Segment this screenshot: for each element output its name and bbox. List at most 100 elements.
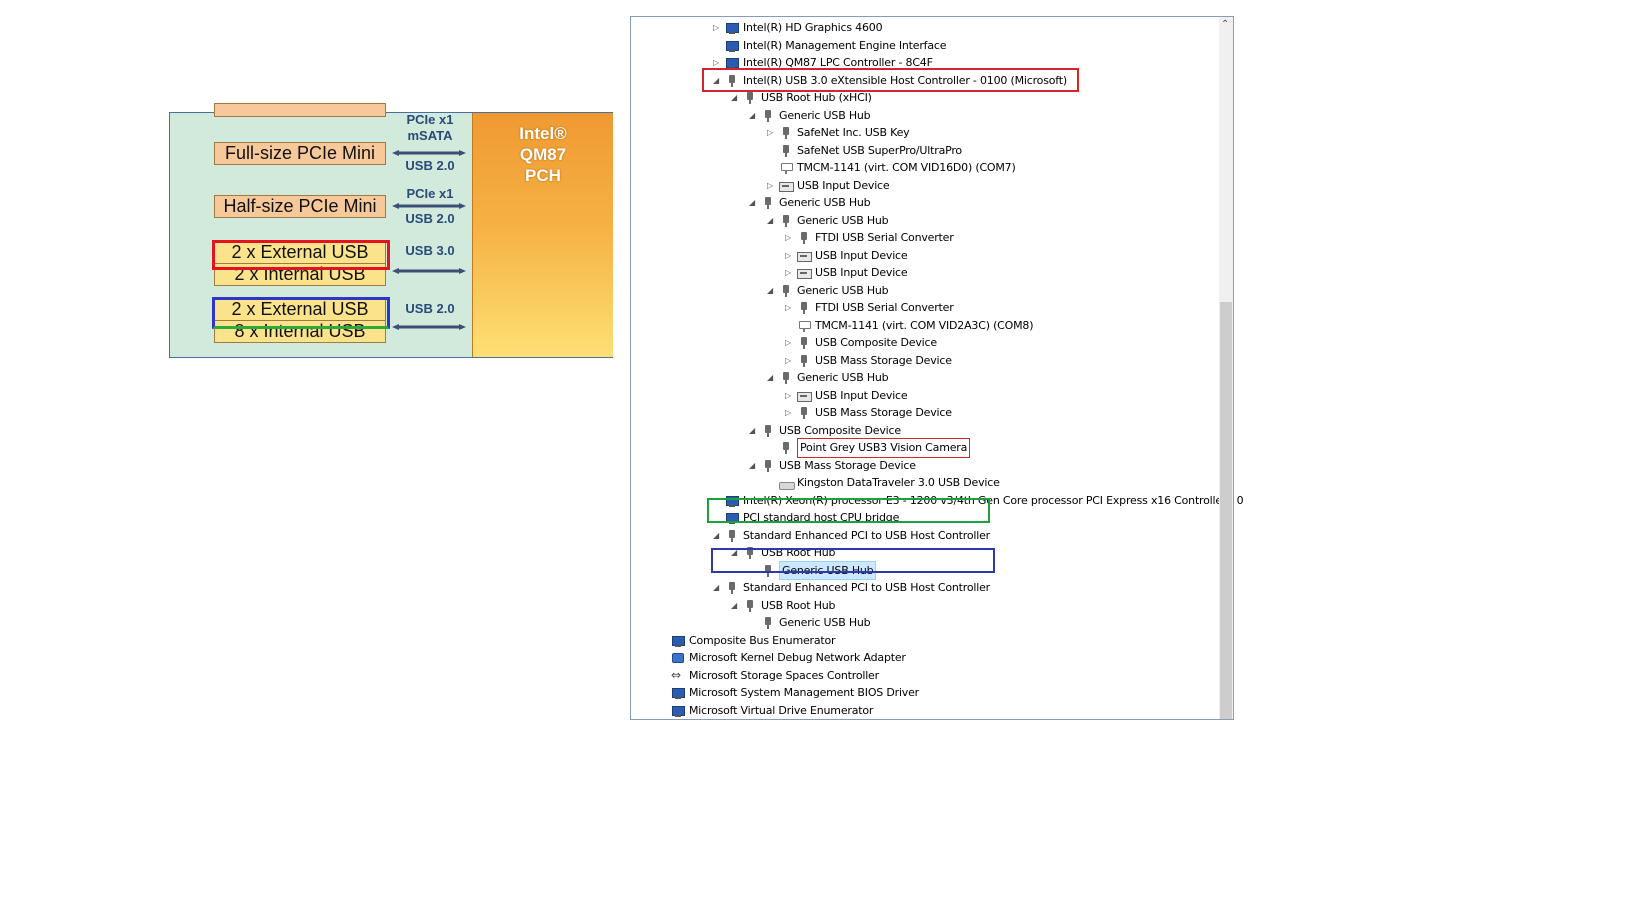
- tree-expander-icon[interactable]: ◢: [731, 93, 737, 102]
- tree-row[interactable]: ◢ Standard Enhanced PCI to USB Host Contr…: [631, 527, 1219, 545]
- tree-item-label[interactable]: USB Input Device: [797, 178, 890, 192]
- tree-item-label[interactable]: Generic USB Hub: [779, 196, 871, 209]
- tree-row[interactable]: ◢ Generic USB Hub: [631, 369, 1219, 387]
- tree-expander-icon[interactable]: ▷: [713, 58, 719, 67]
- tree-row[interactable]: ▷USB Mass Storage Device: [631, 404, 1219, 422]
- tree-row[interactable]: ▷ FTDI USB Serial Converter: [631, 229, 1219, 247]
- tree-row[interactable]: Generic USB Hub: [631, 614, 1219, 632]
- tree-expander-icon[interactable]: ◢: [731, 600, 737, 610]
- tree-row[interactable]: Composite Bus Enumerator: [631, 632, 1219, 650]
- tree-expander-icon[interactable]: ▷: [785, 338, 791, 347]
- tree-expander-icon[interactable]: ▷: [785, 250, 791, 260]
- tree-row[interactable]: ▷ SafeNet Inc. USB Key: [631, 124, 1219, 142]
- tree-item-label[interactable]: USB Input Device: [815, 266, 908, 279]
- tree-row[interactable]: ◢ USB Root Hub: [631, 597, 1219, 615]
- tree-expander-icon[interactable]: ◢: [749, 110, 755, 120]
- tree-expander-icon[interactable]: ▷: [785, 390, 791, 400]
- tree-row[interactable]: ▷ USB Input Device: [631, 247, 1219, 265]
- tree-row[interactable]: Microsoft System Management BIOS Driver: [631, 684, 1219, 702]
- tree-expander-icon[interactable]: ▷: [785, 303, 791, 312]
- tree-item-label[interactable]: USB Mass Storage Device: [815, 353, 952, 367]
- tree-item-label[interactable]: USB Mass Storage Device: [815, 406, 952, 419]
- tree-item-label[interactable]: USB Composite Device: [779, 423, 901, 437]
- tree-item-label[interactable]: TMCM-1141 (virt. COM VID16D0) (COM7): [797, 161, 1016, 174]
- tree-item-label[interactable]: FTDI USB Serial Converter: [815, 301, 954, 314]
- tree-row[interactable]: ▷ Intel(R) HD Graphics 4600: [631, 19, 1219, 37]
- tree-item-label[interactable]: Intel(R) QM87 LPC Controller - 8C4F: [743, 56, 933, 69]
- tree-row[interactable]: PCI standard host CPU bridge: [631, 509, 1219, 527]
- tree-row[interactable]: ▷ USB Mass Storage Device: [631, 352, 1219, 370]
- tree-item-label[interactable]: Microsoft Storage Spaces Controller: [689, 668, 879, 682]
- tree-row[interactable]: ◢ Generic USB Hub: [631, 107, 1219, 125]
- tree-row[interactable]: ◢ Intel(R) USB 3.0 eXtensible Host Contro…: [631, 72, 1219, 90]
- tree-row[interactable]: Microsoft Storage Spaces Controller: [631, 667, 1219, 685]
- tree-expander-icon[interactable]: ▷: [713, 23, 719, 32]
- tree-item-label[interactable]: Generic USB Hub: [779, 616, 871, 629]
- tree-row[interactable]: Intel(R) Management Engine Interface: [631, 37, 1219, 55]
- tree-item-label[interactable]: USB Root Hub: [761, 598, 836, 612]
- tree-expander-icon[interactable]: ◢: [749, 460, 755, 470]
- tree-row[interactable]: Kingston DataTraveler 3.0 USB Device: [631, 474, 1219, 492]
- tree-item-label[interactable]: Composite Bus Enumerator: [689, 633, 836, 647]
- tree-item-label[interactable]: SafeNet Inc. USB Key: [797, 126, 910, 139]
- tree-item-label[interactable]: Microsoft Kernel Debug Network Adapter: [689, 651, 906, 664]
- tree-row[interactable]: ▷ USB Input Device: [631, 177, 1219, 195]
- scroll-up-icon[interactable]: ⌃: [1221, 19, 1230, 30]
- tree-row[interactable]: ▷ USB Input Device: [631, 264, 1219, 282]
- vertical-scrollbar[interactable]: ⌃: [1219, 17, 1233, 719]
- tree-expander-icon[interactable]: ◢: [749, 198, 755, 207]
- tree-row[interactable]: Intel(R) Xeon(R) processor E3 - 1200 v3/…: [631, 492, 1244, 510]
- tree-expander-icon[interactable]: ▷: [785, 233, 791, 242]
- tree-item-label[interactable]: USB Composite Device: [815, 336, 937, 349]
- tree-row[interactable]: TMCM-1141 (virt. COM VID16D0) (COM7): [631, 159, 1219, 177]
- tree-item-label[interactable]: USB Mass Storage Device: [779, 458, 916, 472]
- tree-expander-icon[interactable]: ◢: [767, 215, 773, 225]
- tree-expander-icon[interactable]: ◢: [713, 583, 719, 592]
- tree-item-label[interactable]: Generic USB Hub: [797, 371, 889, 384]
- tree-expander-icon[interactable]: ◢: [713, 75, 719, 85]
- tree-row[interactable]: SafeNet USB SuperPro/UltraPro: [631, 142, 1219, 160]
- tree-item-label[interactable]: USB Input Device: [815, 248, 908, 262]
- tree-item-label[interactable]: PCI standard host CPU bridge: [743, 511, 900, 524]
- tree-row[interactable]: Generic USB Hub: [631, 560, 1219, 580]
- tree-expander-icon[interactable]: ▷: [785, 355, 791, 365]
- tree-item-label[interactable]: Standard Enhanced PCI to USB Host Contro…: [743, 581, 990, 594]
- tree-row[interactable]: ▷ USB Composite Device: [631, 334, 1219, 352]
- tree-item-label[interactable]: Standard Enhanced PCI to USB Host Contro…: [743, 528, 990, 542]
- tree-item-label[interactable]: Intel(R) Management Engine Interface: [743, 38, 947, 52]
- tree-item-label[interactable]: USB Root Hub (xHCI): [761, 91, 872, 104]
- tree-item-label[interactable]: TMCM-1141 (virt. COM VID2A3C) (COM8): [815, 318, 1034, 332]
- tree-item-label[interactable]: Generic USB Hub: [797, 283, 889, 297]
- tree-row[interactable]: ▷ Intel(R) QM87 LPC Controller - 8C4F: [631, 54, 1219, 72]
- tree-item-label[interactable]: USB Input Device: [815, 388, 908, 402]
- tree-expander-icon[interactable]: ▷: [767, 128, 773, 137]
- tree-row[interactable]: Point Grey USB3 Vision Camera: [631, 438, 1219, 458]
- tree-row[interactable]: ◢ USB Mass Storage Device: [631, 457, 1219, 475]
- tree-row[interactable]: ◢ USB Composite Device: [631, 422, 1219, 440]
- tree-row[interactable]: ◢Generic USB Hub: [631, 212, 1219, 230]
- tree-row[interactable]: Microsoft Virtual Drive Enumerator: [631, 702, 1219, 720]
- tree-item-label[interactable]: Microsoft System Management BIOS Driver: [689, 686, 920, 699]
- tree-item-label[interactable]: Intel(R) USB 3.0 eXtensible Host Control…: [743, 73, 1067, 87]
- tree-item-label[interactable]: Generic USB Hub: [779, 108, 871, 122]
- tree-expander-icon[interactable]: ▷: [785, 268, 791, 277]
- tree-expander-icon[interactable]: ◢: [749, 425, 755, 435]
- tree-item-label[interactable]: Intel(R) Xeon(R) processor E3 - 1200 v3/…: [743, 493, 1244, 507]
- tree-row[interactable]: TMCM-1141 (virt. COM VID2A3C) (COM8): [631, 317, 1219, 335]
- tree-row[interactable]: ▷ USB Input Device: [631, 387, 1219, 405]
- tree-item-label[interactable]: Kingston DataTraveler 3.0 USB Device: [797, 476, 1000, 489]
- tree-expander-icon[interactable]: ◢: [713, 530, 719, 540]
- tree-row[interactable]: ◢ USB Root Hub (xHCI): [631, 89, 1219, 107]
- tree-row[interactable]: ◢ Standard Enhanced PCI to USB Host Contr…: [631, 579, 1219, 597]
- tree-row[interactable]: ▷ FTDI USB Serial Converter: [631, 299, 1219, 317]
- tree-item-label[interactable]: Intel(R) HD Graphics 4600: [743, 21, 883, 34]
- tree-expander-icon[interactable]: ◢: [767, 373, 773, 382]
- tree-expander-icon[interactable]: ◢: [767, 285, 773, 295]
- scrollbar-thumb[interactable]: [1220, 302, 1232, 719]
- tree-expander-icon[interactable]: ▷: [767, 180, 773, 190]
- tree-item-label[interactable]: FTDI USB Serial Converter: [815, 231, 954, 244]
- tree-row[interactable]: Microsoft Kernel Debug Network Adapter: [631, 649, 1219, 667]
- tree-expander-icon[interactable]: ◢: [731, 548, 737, 557]
- tree-item-label[interactable]: Point Grey USB3 Vision Camera: [797, 438, 971, 458]
